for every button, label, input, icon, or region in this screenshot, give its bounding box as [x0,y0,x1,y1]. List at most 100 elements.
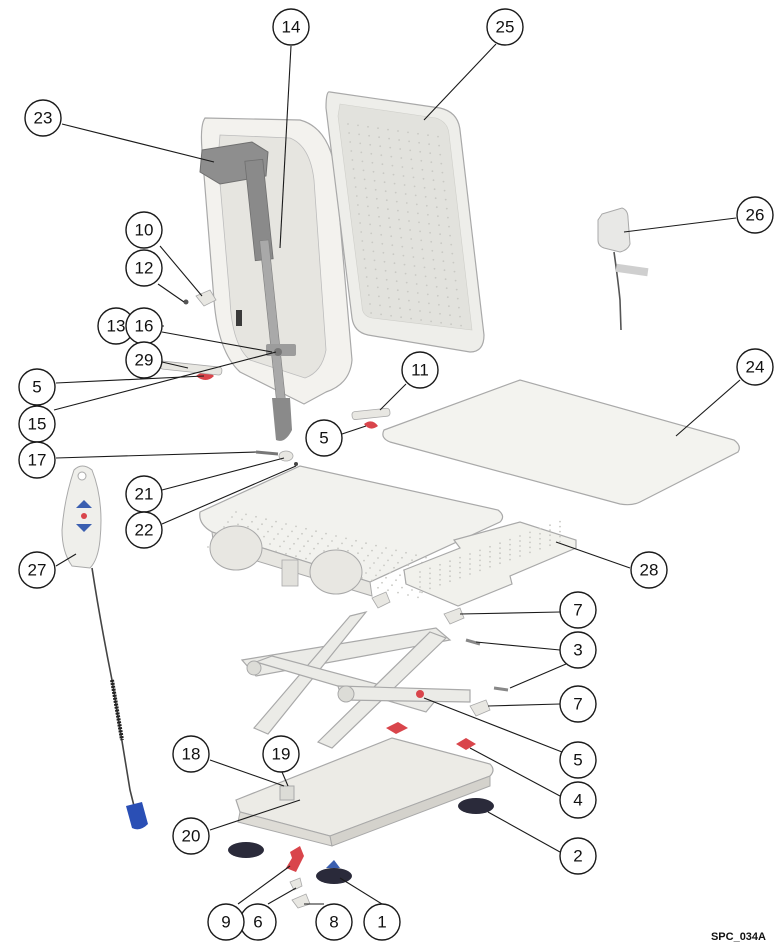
texture-dot [377,206,379,209]
leader-line-18 [209,759,285,787]
texture-dot [341,542,343,545]
texture-dot [398,298,400,301]
seat-pad-pattern [419,520,561,593]
leader-line-29 [161,361,189,369]
callout-circle [125,341,163,379]
callout-number: 2 [573,847,582,866]
texture-dot [424,195,427,198]
texture-dot [459,576,461,579]
callout-number: 10 [135,221,154,240]
seat-cover-part-24 [382,379,740,506]
callout-number: 7 [573,601,582,620]
texture-dot [407,131,409,134]
texture-dot [509,553,511,556]
callout-number: 11 [411,361,429,380]
texture-dot [365,196,368,199]
texture-dot [418,141,420,144]
leader-line-4 [469,747,561,797]
texture-dot [391,554,393,557]
texture-dot [311,535,313,538]
callout-number: 1 [377,913,386,932]
callout-circle [736,196,774,234]
texture-dot [263,535,265,538]
texture-dot [519,545,521,547]
texture-dot [317,542,319,545]
texture-dot [519,535,521,537]
charger-cable [613,251,622,331]
leader-line-21 [161,457,285,491]
texture-dot [423,266,426,269]
callout-circle [630,551,668,589]
texture-dot [402,254,405,257]
texture-dot [371,161,374,164]
texture-dot [442,260,445,263]
leader-line-26 [623,217,737,233]
leader-line-9 [237,865,291,905]
texture-dot [363,178,366,181]
texture-dot [380,233,383,236]
callout-circle [559,591,597,629]
actuator-part-23 [199,141,296,441]
texture-dot [431,170,434,173]
texture-dot [379,569,381,572]
texture-dot [351,159,354,161]
texture-dot [401,245,404,248]
callout-23: 23 [24,99,62,137]
texture-dot [362,169,365,172]
leader-line-19 [281,771,289,787]
red-clip-part-4 [456,738,476,750]
texture-dot [350,150,353,152]
texture-dot [315,530,317,533]
texture-dot [446,296,449,299]
callout-circle [486,8,524,46]
texture-dot [269,543,271,545]
texture-dot [400,316,402,319]
callout-number: 13 [107,317,126,336]
texture-dot [410,317,412,320]
texture-dot [445,287,448,290]
texture-dot [439,578,441,581]
texture-dot [397,130,399,132]
callout-20: 20 [172,817,210,855]
texture-dot [377,127,379,130]
texture-dot [438,224,440,227]
texture-dot [559,535,561,538]
leader-line-3 [475,641,561,651]
callout-number: 29 [135,351,154,370]
texture-dot [371,241,374,244]
texture-dot [428,143,430,146]
texture-dot [430,161,433,164]
texture-dot [381,552,383,554]
texture-dot [439,573,441,576]
callout-21: 21 [125,475,163,513]
texture-dot [444,278,447,281]
texture-dot [237,523,239,526]
texture-dot [409,229,411,231]
texture-dot [301,532,303,535]
texture-dot [444,198,447,201]
texture-dot [369,567,371,569]
callout-26: 26 [736,196,774,234]
texture-dot [423,186,426,189]
callout-number: 9 [221,913,230,932]
texture-dot [374,268,377,271]
texture-dot [438,303,440,306]
texture-dot [271,525,273,528]
handset-plug [126,802,148,830]
callout-11: 11 [401,351,439,389]
texture-dot [411,559,413,562]
texture-dot [399,148,402,150]
texture-dot [385,199,388,202]
leader-line-3 [509,663,567,689]
handset-center-button [81,513,87,519]
callout-5: 5 [559,741,597,779]
callout-number: 8 [329,913,338,932]
texture-dot [357,552,359,555]
texture-dot [357,124,359,127]
texture-dot [352,168,355,170]
texture-dot [381,242,384,245]
texture-dot [367,205,369,208]
texture-dot [283,540,285,543]
red-bracket-part-9 [286,846,304,872]
